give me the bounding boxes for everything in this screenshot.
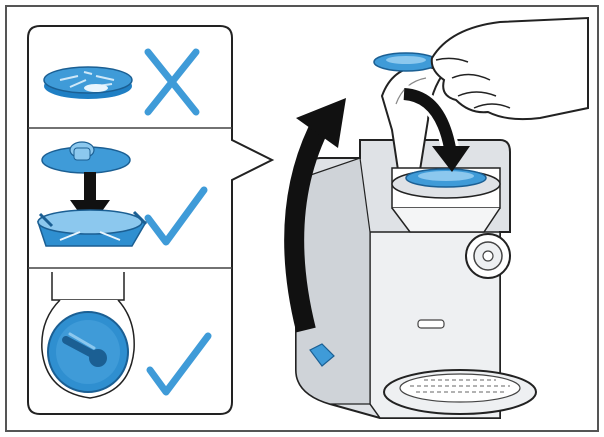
- check-icon: [146, 332, 212, 396]
- coffee-machine: [295, 64, 537, 419]
- disc-upside-down: [43, 66, 133, 99]
- hand-holding-disc: [373, 16, 589, 121]
- panel-wrong: [43, 48, 200, 116]
- indicator-slot: [417, 319, 445, 329]
- cross-icon: [144, 48, 200, 116]
- holder-closeup: [41, 272, 135, 399]
- hand: [430, 16, 589, 121]
- panel-correct-insert: [36, 141, 208, 247]
- side-latch: [309, 343, 335, 367]
- machine-side: [295, 157, 371, 405]
- lift-arrow: [284, 98, 346, 333]
- drip-tray: [383, 369, 537, 415]
- dial-knob: [465, 233, 511, 279]
- disc-holder: [36, 209, 148, 247]
- check-icon: [144, 186, 208, 246]
- panel-correct-seated: [41, 272, 212, 399]
- insert-arrow: [402, 85, 470, 172]
